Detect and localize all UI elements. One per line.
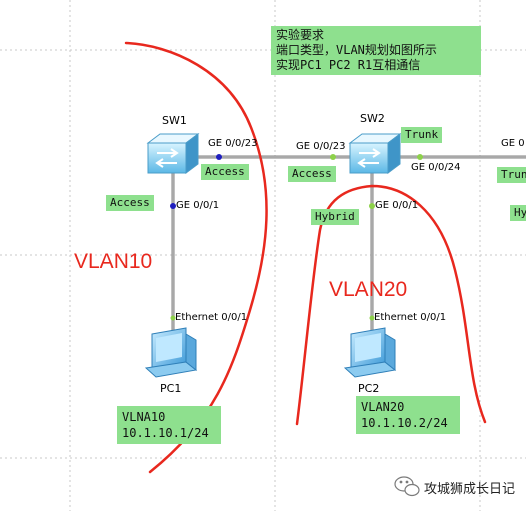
vlan20-annotation: VLAN20 [329,278,408,301]
edge-hybrid-tag: Hy [510,205,526,221]
sw1-access-tag-pcside: Access [106,195,154,211]
pc2-label: PC2 [358,382,380,395]
sw2-ge1-label: GE 0/0/1 [375,200,419,211]
links-inner [172,156,526,340]
requirement-note: 实验要求 端口类型，VLAN规划如图所示 实现PC1 PC2 R1互相通信 [271,26,481,75]
pc1-info-block: VLNA10 10.1.10.1/24 [117,406,221,444]
requirement-line-3: 实现PC1 PC2 R1互相通信 [276,58,421,72]
edge-trunk-tag: Trun [497,167,526,183]
vlan20-boundary-curve [295,184,487,426]
sw2-hybrid-tag: Hybrid [311,209,359,225]
sw1-access-tag-trunkside: Access [201,164,249,180]
sw1-ge1-label: GE 0/0/1 [176,200,220,211]
pc2-ip-text: 10.1.10.2/24 [361,416,448,430]
pc1-label: PC1 [160,382,182,395]
pc1-eth-label: Ethernet 0/0/1 [175,312,248,323]
port-dot-sw2-ge1 [369,203,375,209]
pc2-vlan-text: VLAN20 [361,400,405,414]
edge-ge-label: GE 0 [501,138,525,149]
sw2-access-tag-trunkside: Access [288,166,336,182]
switch-sw1-icon [146,133,200,174]
annotation-curves [124,41,487,474]
sw1-label: SW1 [162,114,187,127]
port-dot-sw2-ge24 [417,154,423,160]
sw2-trunk-tag: Trunk [401,127,443,143]
watermark-text: 攻城狮成长日记 [424,482,516,497]
port-dot-sw1-ge1 [170,203,176,209]
pc2-info-block: VLAN20 10.1.10.2/24 [356,396,460,434]
port-dot-pc2 [369,315,375,321]
vlan10-annotation: VLAN10 [74,250,153,273]
requirement-title: 实验要求 [276,28,325,42]
port-dot-sw2-ge23 [330,154,336,160]
sw2-ge24-label: GE 0/0/24 [411,162,461,173]
port-dot-sw1-ge23 [216,154,222,160]
pc2-icon [343,327,397,378]
wechat-icon [394,476,420,497]
pc1-ip-text: 10.1.10.1/24 [122,426,209,440]
port-dot-pc1 [170,315,176,321]
sw1-ge23-label: GE 0/0/23 [208,138,258,149]
sw2-ge23-label: GE 0/0/23 [296,141,346,152]
requirement-line-2: 端口类型，VLAN规划如图所示 [276,43,437,57]
switch-sw2-icon [348,133,402,174]
pc2-eth-label: Ethernet 0/0/1 [374,312,447,323]
vlan10-boundary-curve [124,41,268,474]
pc1-icon [144,327,198,378]
sw2-label: SW2 [360,112,385,125]
pc1-vlan-text: VLNA10 [122,410,166,424]
